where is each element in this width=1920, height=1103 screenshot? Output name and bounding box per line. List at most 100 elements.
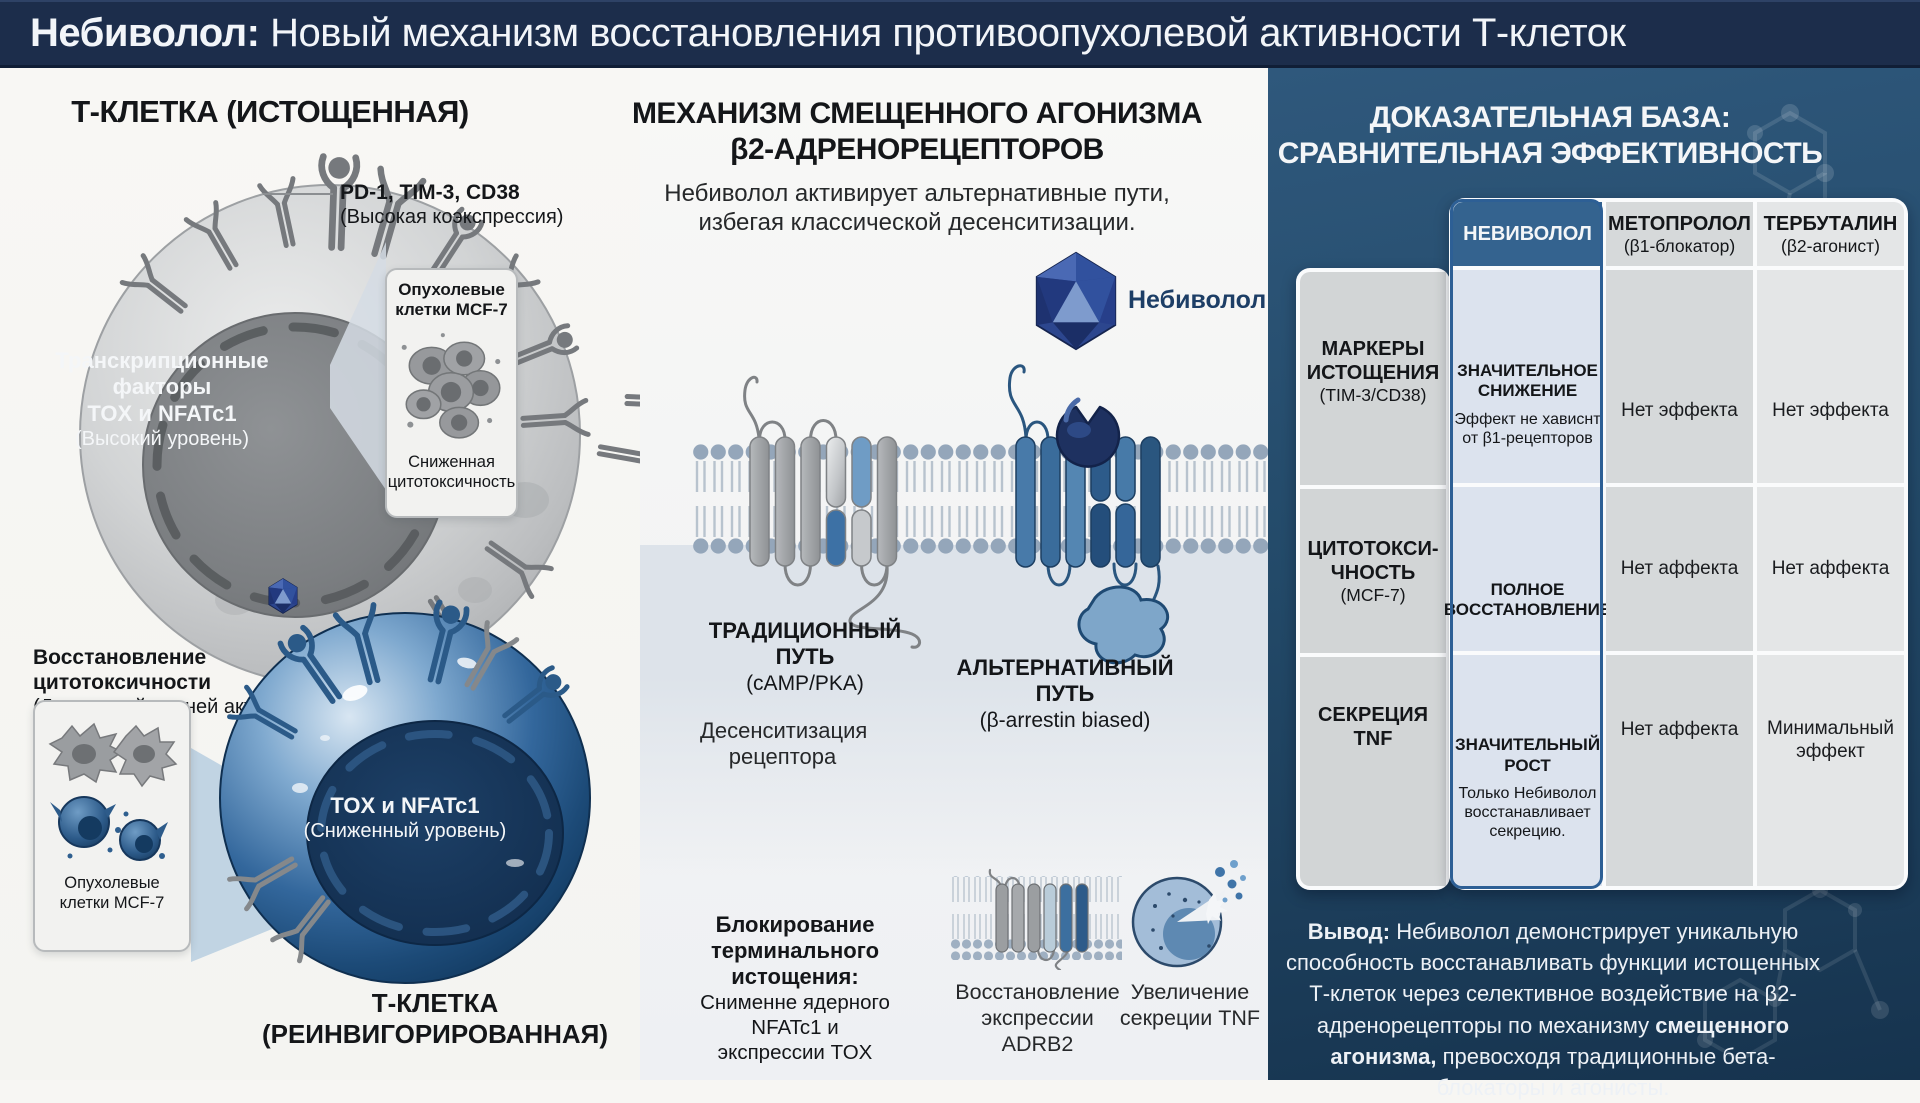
tnf-l1: Увеличение	[1130, 980, 1250, 1004]
neb-r1-b1: ЗНАЧИТЕЛЬНОЕ	[1457, 360, 1598, 380]
row1-label-sub: (TIM-3/CD38)	[1319, 385, 1427, 405]
alt-label: АЛЬТЕРНАТИВНЫЙ ПУТЬ	[956, 655, 1174, 707]
tnf-l2: секреции TNF	[1119, 1005, 1261, 1030]
alternative-path-label: АЛЬТЕРНАТИВНЫЙ ПУТЬ (β-arrestin biased)	[955, 655, 1175, 733]
adrb2-label: Восстановление экспрессии ADRB2	[945, 980, 1130, 1057]
receptor-label-block: PD-1, TIM-3, CD38 (Высокая коэкспрессия)	[340, 180, 570, 229]
row-label-cytotoxicity: ЦИТОТОКСИ- ЧНОСТЬ (MCF-7)	[1300, 489, 1446, 653]
left-bottom-title: Т-КЛЕТКА (РЕИНВИГОРИРОВАННАЯ)	[240, 988, 630, 1050]
column-nebivolol: НЕВИВОЛОЛ ЗНАЧИТЕЛЬНОЕ СНИЖЕНИЕ Эффект н…	[1444, 202, 1611, 886]
column-terbutaline: ТЕРБУТАЛИН (β2-агонист) Нет эффекта Нет …	[1757, 202, 1904, 886]
block-r2: NFATc1 и экспрессии TOX	[717, 1016, 873, 1064]
row3-label-2: TNF	[1353, 727, 1393, 750]
ter-r1: Нет эффекта	[1772, 400, 1889, 422]
blocking-block: Блокирование терминального истощения: Сн…	[695, 912, 895, 1065]
cell-neb-row1: ЗНАЧИТЕЛЬНОЕ СНИЖЕНИЕ Эффект не хависнт …	[1453, 270, 1602, 483]
mid-title: МЕХАНИЗМ СМЕЩЕННОГО АГОНИЗМА β2-АДРЕНОРЕ…	[612, 96, 1222, 168]
callout-tumor-top: Опухолевые клетки MCF-7 Сниженная цитото…	[385, 268, 518, 518]
blue-nucleus-text: TOX и NFATc1 (Сниженный уровень)	[300, 793, 510, 843]
nebivolol-molecule-icon-small	[268, 578, 298, 614]
header-nebivolol: НЕВИВОЛОЛ	[1453, 202, 1602, 266]
row-label-tnf: СЕКРЕЦИЯ TNF	[1300, 657, 1446, 886]
table-label-column: МАРКЕРЫ ИСТОЩЕНИЯ (TIM-3/CD38) ЦИТОТОКСИ…	[1296, 268, 1450, 890]
nucleus-subline: (Высокий уровень)	[74, 428, 250, 451]
adrb2-l1: Восстановление	[955, 980, 1120, 1004]
block-r1: Снименне ядерного	[700, 991, 890, 1014]
nebivolol-molecule-icon	[1035, 251, 1117, 351]
left-bottom-title-2: (РЕИНВИГОРИРОВАННАЯ)	[261, 1019, 609, 1050]
molecule-label: Небиволол	[1128, 286, 1267, 314]
neb-r3-n3: секрецию.	[1489, 823, 1566, 841]
row-label-markers: МАРКЕРЫ ИСТОЩЕНИЯ (TIM-3/CD38)	[1300, 272, 1446, 485]
callout1-cap2: цитотоксичность	[387, 472, 516, 491]
ter-r3-1: Минимальный	[1767, 717, 1894, 739]
nucleus-line2: факторы	[112, 374, 212, 400]
blue-nucleus-sub: (Сниженный уровень)	[303, 820, 507, 843]
mid-title-2: β2-АДРЕНОРЕЦЕПТОРОВ	[730, 133, 1104, 166]
receptor-sublabel: (Высокая коэкспрессия)	[340, 206, 564, 229]
header-bar: Небиволол: Новый механизм восстановления…	[0, 0, 1920, 68]
met-r2: Нет аффекта	[1620, 557, 1739, 579]
neb-r3-b1: ЗНАЧИТЕЛЬНЫЙ	[1454, 735, 1601, 755]
reinvigorated-tcell-graphic	[219, 558, 591, 984]
conclusion-t1: Небиволол демонстрирует уникальную спосо…	[1285, 919, 1820, 1038]
neb-r3-b2: РОСТ	[1504, 755, 1551, 775]
callout1-cap1: Сниженная	[408, 452, 495, 471]
nebivolol-ligand-icon	[1055, 397, 1121, 468]
right-title-1: ДОКАЗАТЕЛЬНАЯ БАЗА:	[1369, 101, 1731, 134]
blue-nucleus-line: TOX и NFATc1	[330, 793, 480, 818]
cell-met-row3: Нет аффекта	[1606, 655, 1753, 886]
conclusion-t2: превосходя традиционные бета-блокаторы и…	[1436, 1043, 1776, 1101]
nucleus-text-block: Транскрипционные факторы TOX и NFATc1 (В…	[52, 348, 272, 451]
header-terbutaline-text: ТЕРБУТАЛИН	[1763, 212, 1898, 235]
nucleus-line3: TOX и NFATc1	[87, 400, 237, 426]
callout-tumor-attack: Опухолевые клетки MCF-7	[33, 700, 191, 952]
neb-r3-n2: восстанавливает	[1464, 804, 1591, 822]
conclusion-bold1: Вывод:	[1307, 919, 1391, 944]
callout2-cap1: Опухолевые	[64, 874, 160, 892]
row1-label-1: МАРКЕРЫ	[1321, 338, 1425, 360]
callout2-cap2: клетки MCF-7	[59, 893, 165, 912]
row2-label-2: ЧНОСТЬ	[1330, 561, 1416, 584]
conclusion-bold2: смещенного агонизма,	[1330, 1012, 1790, 1069]
header-nebivolol-text: НЕВИВОЛОЛ	[1463, 223, 1592, 245]
desensitization-label: Десенситизация рецептора	[700, 718, 868, 771]
traditional-receptor-graphic	[743, 375, 921, 649]
receptor-label: PD-1, TIM-3, CD38	[340, 181, 520, 204]
alt-sublabel: (β-arrestin biased)	[979, 708, 1151, 732]
block-b1: Блокирование	[715, 912, 875, 937]
tnf-label: Увеличение секреции TNF	[1115, 980, 1265, 1032]
neb-r3-n1: Только Небиволол	[1458, 785, 1597, 803]
tumor-attack-graphic	[48, 722, 178, 861]
left-bottom-title-1: Т-КЛЕТКА	[371, 988, 499, 1018]
cell-met-row1: Нет эффекта	[1606, 270, 1753, 483]
desens-1: Десенситизация	[700, 718, 868, 743]
adrb2-restoration-icon	[950, 868, 1122, 970]
desens-2: рецептора	[728, 744, 837, 770]
neb-r2-b2: ВОССТАНОВЛЕНИЕ	[1443, 600, 1612, 619]
block-b3: истощения:	[731, 964, 859, 989]
row2-label-1: ЦИТОТОКСИ-	[1307, 537, 1439, 560]
receptor-callout-line	[263, 193, 333, 195]
row1-label-2: ИСТОЩЕНИЯ	[1306, 362, 1440, 384]
neb-r1-b2: СНИЖЕНИЕ	[1477, 381, 1578, 401]
ter-r2: Нет аффекта	[1771, 557, 1890, 579]
cell-neb-row2: ПОЛНОЕ ВОССТАНОВЛЕНИЕ	[1444, 487, 1611, 651]
ter-r3-2: эффект	[1796, 740, 1865, 762]
neb-r1-n1: Эффект не хависнт	[1454, 410, 1601, 428]
row2-label-sub: (MCF-7)	[1340, 584, 1406, 605]
met-r1: Нет эффекта	[1621, 400, 1738, 422]
cell-ter-row3: Минимальный эффект	[1757, 655, 1904, 886]
comparison-table: НЕВИВОЛОЛ ЗНАЧИТЕЛЬНОЕ СНИЖЕНИЕ Эффект н…	[1444, 198, 1908, 890]
page-title-drug: Небиволол:	[30, 11, 260, 55]
trad-label: ТРАДИЦИОННЫЙ ПУТЬ	[708, 618, 902, 670]
tnf-secretion-icon	[1131, 860, 1246, 968]
traditional-path-label: ТРАДИЦИОННЫЙ ПУТЬ (cAMP/PKA)	[705, 618, 905, 696]
header-terbutaline: ТЕРБУТАЛИН (β2-агонист)	[1757, 202, 1904, 266]
column-metoprolol: МЕТОПРОЛОЛ (β1-блокатор) Нет эффекта Нет…	[1606, 202, 1753, 886]
adrb2-l2: экспрессии ADRB2	[981, 1005, 1094, 1056]
intracellular-wash	[640, 545, 1268, 875]
mid-subtitle-2: избегая классической десенситизации.	[698, 208, 1136, 236]
header-metoprolol: МЕТОПРОЛОЛ (β1-блокатор)	[1606, 202, 1753, 266]
molecule-watermark-bottom	[1697, 882, 1889, 1063]
